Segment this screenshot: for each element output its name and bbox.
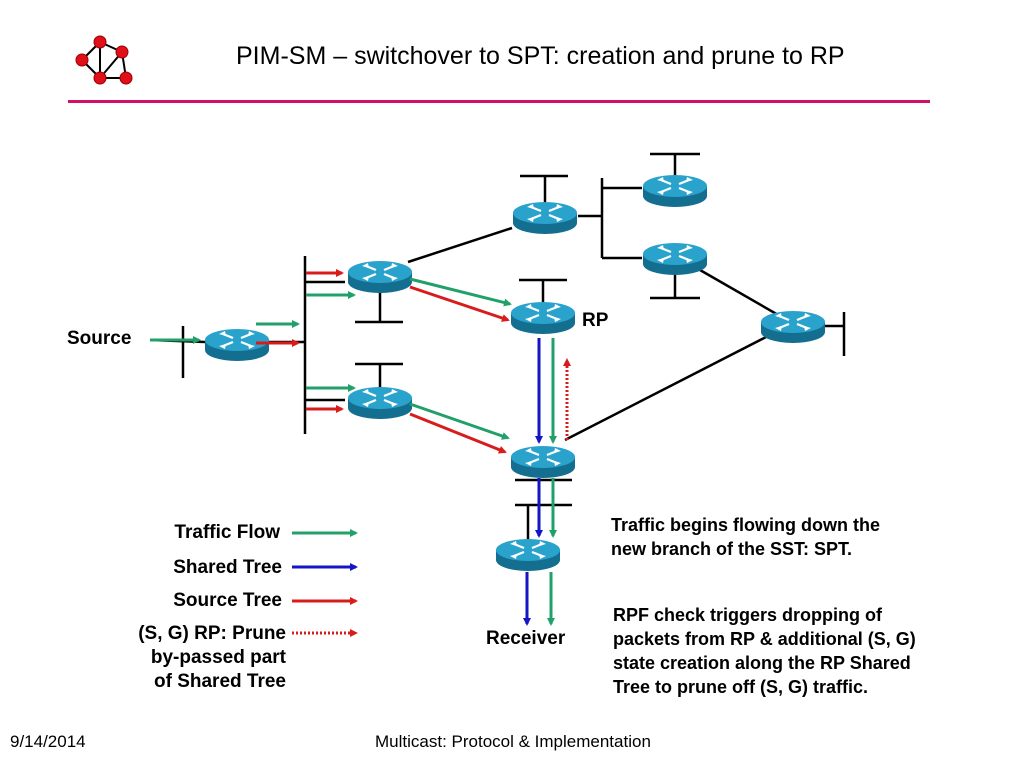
legend-prune-line2: by-passed part <box>150 647 286 668</box>
note2-line4: Tree to prune off (S, G) traffic. <box>613 677 869 697</box>
note-traffic-begins: Traffic begins flowing down the new bran… <box>611 513 880 561</box>
router-middle-right <box>641 241 709 277</box>
router-receiver <box>494 537 562 573</box>
legend-shared-label: Shared Tree <box>173 557 282 578</box>
legend-source-label: Source Tree <box>173 590 282 611</box>
note1-line2: new branch of the SST: SPT. <box>611 539 853 559</box>
legend-prune-line3: of Shared Tree <box>154 671 286 692</box>
router-upper-left <box>346 259 414 295</box>
note2-line3: state creation along the RP Shared <box>613 653 911 673</box>
network-logo-icon <box>75 35 133 85</box>
note-rpf-check: RPF check triggers dropping of packets f… <box>613 603 916 699</box>
title-divider <box>68 100 930 103</box>
router-top-middle <box>511 200 579 236</box>
rp-label: RP <box>582 310 609 331</box>
legend-traffic-label: Traffic Flow <box>174 522 280 543</box>
router-rp <box>509 300 577 336</box>
router-top-right <box>641 173 709 209</box>
receiver-label: Receiver <box>486 628 566 649</box>
note1-line1: Traffic begins flowing down the <box>611 515 880 535</box>
footer-title: Multicast: Protocol & Implementation <box>375 732 651 751</box>
note2-line1: RPF check triggers dropping of <box>613 605 883 625</box>
footer-date: 9/14/2014 <box>10 732 86 751</box>
source-arrow-spt-branch <box>409 412 507 454</box>
source-label: Source <box>67 328 132 349</box>
legend-prune-line1: (S, G) RP: Prune <box>138 623 286 644</box>
router-source <box>203 327 271 363</box>
source-arrow-to-rp <box>409 285 510 322</box>
router-far-right <box>759 309 827 345</box>
router-lower-left <box>346 385 414 421</box>
note2-line2: packets from RP & additional (S, G) <box>613 629 916 649</box>
traffic-arrow-spt-branch <box>409 402 510 440</box>
page-title: PIM-SM – switchover to SPT: creation and… <box>236 42 845 70</box>
legend-prune-label: (S, G) RP: Prune by-passed part of Share… <box>138 622 286 694</box>
traffic-arrow-to-rp <box>409 277 512 307</box>
router-lower-middle <box>509 444 577 480</box>
